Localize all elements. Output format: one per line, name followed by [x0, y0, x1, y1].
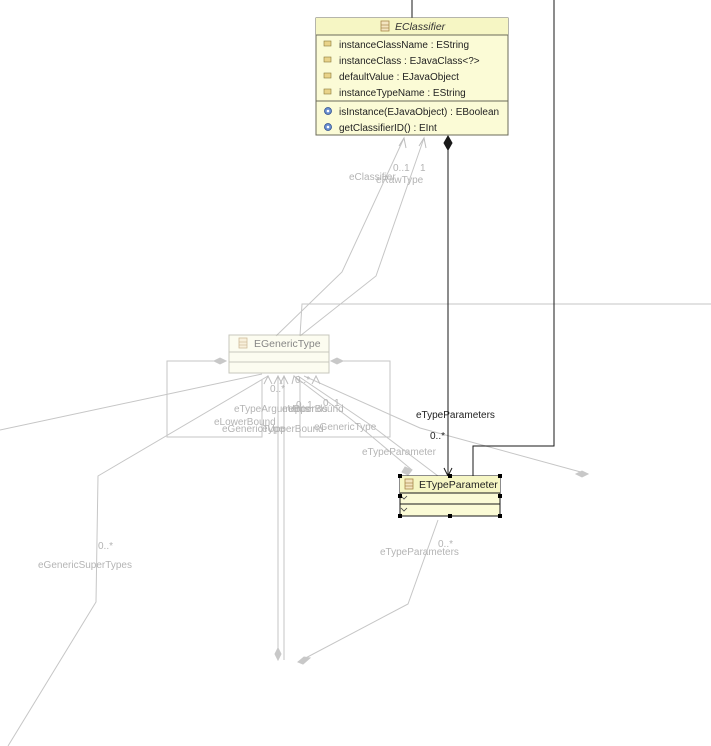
- class-egenerictype[interactable]: EGenericType: [228, 334, 330, 374]
- diamond-bottom-vertical: [274, 646, 282, 662]
- attribute-icon: [323, 72, 332, 79]
- label-mult-1: 1: [420, 163, 426, 174]
- left-outgoing-line: [0, 373, 263, 431]
- label-eupper-bound-overlap: eUpperBound: [262, 424, 324, 435]
- attribute-icon: [323, 40, 332, 47]
- attribute-label: defaultValue : EJavaObject: [339, 72, 459, 83]
- label-mult-0-star-left: 0..*: [98, 541, 113, 552]
- top-right-connector[interactable]: [472, 0, 555, 476]
- connector-labels: eClassifier eRawType 0..1 1 eTypeArgumen…: [38, 163, 495, 571]
- label-etype-parameters-top: eTypeParameters: [416, 410, 495, 421]
- class-etypeparameter[interactable]: ETypeParameter: [398, 474, 502, 518]
- label-eupper-bound: eUpperBound: [282, 404, 344, 415]
- operation-label: getClassifierID() : EInt: [339, 123, 437, 134]
- label-mult-0-1-a: 0..1: [296, 400, 313, 411]
- label-etype-parameters-bottom: eTypeParameters: [380, 547, 459, 558]
- operation-icon: [324, 123, 332, 131]
- eclassifier-title: EClassifier: [395, 21, 446, 33]
- egenerictype-title: EGenericType: [254, 338, 321, 350]
- label-egeneric-super-types: eGenericSuperTypes: [38, 560, 132, 571]
- label-etype-parameter: eTypeParameter: [362, 447, 437, 458]
- attribute-instance-class[interactable]: instanceClass : EJavaClass<?>: [323, 56, 480, 67]
- attribute-instance-type-name[interactable]: instanceTypeName : EString: [323, 88, 466, 99]
- label-mult-0-star-bottom: 0..*: [438, 539, 453, 550]
- faded-markers: [212, 357, 590, 665]
- etypeparameter-title: ETypeParameter: [419, 479, 498, 491]
- faded-connectors: [0, 137, 711, 746]
- attribute-default-value[interactable]: defaultValue : EJavaObject: [323, 72, 459, 83]
- selection-handles[interactable]: [398, 474, 502, 518]
- eraw-type-reference-line[interactable]: [299, 137, 425, 337]
- diamond-bottom-right: [297, 656, 312, 665]
- label-ebounds: eBounds: [288, 404, 327, 415]
- label-mult-0-1: 0..1: [393, 163, 410, 174]
- label-etype-arguments: eTypeArguments: [234, 404, 310, 415]
- self-loop-right: [299, 360, 391, 438]
- diamond-near-etp: [401, 466, 413, 476]
- class-icon: [404, 478, 414, 490]
- label-mult-0-1-b: 0..1: [323, 398, 340, 409]
- egeneric-type-right-line: [303, 375, 589, 475]
- etype-parameters-bottom-line[interactable]: [297, 519, 439, 663]
- etype-parameter-link-b[interactable]: [297, 375, 439, 477]
- label-mult-0-star-a: 0..*: [295, 375, 310, 386]
- attribute-icon: [323, 88, 332, 95]
- operation-is-instance[interactable]: isInstance(EJavaObject) : EBoolean: [324, 107, 500, 118]
- attribute-label: instanceTypeName : EString: [339, 88, 466, 99]
- label-egeneric-type-right: eGenericType: [314, 422, 377, 433]
- class-icon: [380, 20, 390, 32]
- operation-icon: [324, 107, 332, 115]
- container-border-line: [299, 303, 711, 337]
- label-mult-0-star-b: 0..*: [270, 384, 285, 395]
- dark-markers: [443, 134, 453, 478]
- class-icon: [238, 337, 248, 349]
- label-egeneric-type-left: eGenericType: [222, 424, 285, 435]
- attribute-label: instanceClass : EJavaClass<?>: [339, 56, 480, 67]
- attribute-icon: [323, 56, 332, 63]
- faded-arrowheads: [263, 136, 427, 385]
- attribute-label: instanceClassName : EString: [339, 40, 469, 51]
- label-elower-bound: eLowerBound: [214, 417, 276, 428]
- label-mult-0-star-top: 0..*: [430, 431, 445, 442]
- label-eclassifier: eClassifier: [349, 172, 396, 183]
- diamond-right-loop: [329, 357, 345, 365]
- composition-diamond: [443, 134, 453, 152]
- operation-label: isInstance(EJavaObject) : EBoolean: [339, 107, 499, 118]
- egeneric-supertypes-line[interactable]: [7, 375, 269, 746]
- diamond-far-right: [574, 470, 590, 478]
- eclassifier-reference-line[interactable]: [275, 137, 405, 337]
- attribute-instance-class-name[interactable]: instanceClassName : EString: [323, 40, 469, 51]
- inner-arrow-icon: [400, 507, 408, 512]
- label-eraw-type: eRawType: [376, 175, 424, 186]
- etype-parameter-link-a[interactable]: [293, 375, 413, 471]
- self-loop-left: [166, 360, 263, 438]
- class-eclassifier[interactable]: EClassifier instanceClassName : EString …: [315, 17, 509, 136]
- diamond-left-loop: [212, 357, 228, 365]
- dark-connectors: [411, 0, 555, 476]
- operation-get-classifier-id[interactable]: getClassifierID() : EInt: [324, 123, 438, 134]
